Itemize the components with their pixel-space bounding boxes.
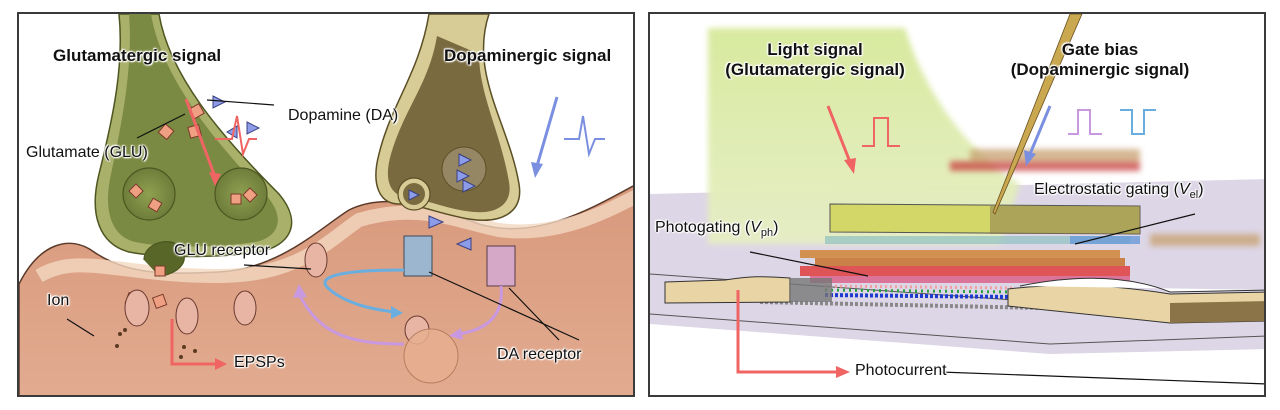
glutamate-molecules <box>124 102 258 309</box>
leader-lines <box>66 99 580 341</box>
close-paren: ) <box>773 219 779 236</box>
device-panel: Light signal (Glutamatergic signal) Gate… <box>648 12 1266 397</box>
gate-negative-pulse-icon <box>1120 109 1156 135</box>
neuron-synapse-panel: Glutamatergic signal Dopaminergic signal… <box>17 12 635 397</box>
da-receptor-pink <box>486 245 516 287</box>
gate-bias-arrow <box>1028 105 1052 155</box>
purple-feedback-arrow <box>297 293 405 346</box>
close-paren: ) <box>1198 181 1204 198</box>
light-signal-line2: (Glutamatergic signal) <box>725 60 905 79</box>
glu-spike-icon <box>215 115 257 158</box>
glu-vesicle <box>122 167 176 221</box>
synapse-illustration <box>19 14 633 395</box>
da-spike-icon <box>564 115 605 158</box>
dielectric-layer <box>825 236 1130 244</box>
light-signal-line1: Light signal <box>767 40 863 59</box>
light-pulse-icon <box>862 117 900 147</box>
ion-label: Ion <box>47 292 70 309</box>
ions <box>115 328 197 359</box>
glu-fusing-vesicle <box>143 241 185 277</box>
dopamine-label: Dopamine (DA) <box>288 107 399 124</box>
layer-stack-shadow <box>950 149 1260 246</box>
blue-signal-arrow <box>323 268 405 314</box>
gate-positive-pulse-icon <box>1068 109 1102 135</box>
da-release-arrow <box>535 96 559 167</box>
ion-channel-pore <box>403 328 459 384</box>
da-receptor-label: DA receptor <box>497 346 582 363</box>
leader-lines <box>749 213 1264 385</box>
device-illustration <box>650 14 1264 385</box>
gate-bias-line2: (Dopaminergic signal) <box>1010 60 1190 79</box>
light-signal-title: Light signal (Glutamatergic signal) <box>720 40 910 80</box>
glu-release-arrow <box>184 98 216 175</box>
epsps-label: EPSPs <box>234 354 285 371</box>
probe-needle <box>992 14 1083 215</box>
electrostatic-gating-label: Electrostatic gating (Vel) <box>1034 181 1204 201</box>
dopaminergic-signal-title: Dopaminergic signal <box>444 46 612 65</box>
perovskite-flakes <box>800 250 1130 283</box>
light-beam <box>708 28 1020 244</box>
gate-bias-line1: Gate bias <box>1061 40 1139 59</box>
epsp-arrow <box>170 319 217 366</box>
purple-signal-arrow <box>458 285 503 336</box>
da-receptor-blue <box>403 235 433 277</box>
photocurrent-label: Photocurrent <box>855 362 947 379</box>
photogating-label: Photogating (Vph) <box>655 219 778 239</box>
glutamate-label: Glutamate (GLU) <box>26 144 148 161</box>
electrostatic-gating-text: Electrostatic gating ( <box>1034 181 1179 198</box>
photogating-sub: ph <box>760 227 774 240</box>
electrostatic-var: V <box>1178 181 1190 198</box>
photogating-var: V <box>750 219 761 236</box>
glu-receptor-label: GLU receptor <box>174 242 271 259</box>
electrostatic-sub: el <box>1189 189 1199 202</box>
dopamine-molecules <box>212 95 477 251</box>
photocurrent-arrow <box>736 290 838 374</box>
photogating-text: Photogating ( <box>655 219 751 236</box>
glutamatergic-signal-title: Glutamatergic signal <box>53 46 222 65</box>
light-signal-arrow <box>826 105 852 163</box>
gate-bias-title: Gate bias (Dopaminergic signal) <box>995 40 1205 80</box>
